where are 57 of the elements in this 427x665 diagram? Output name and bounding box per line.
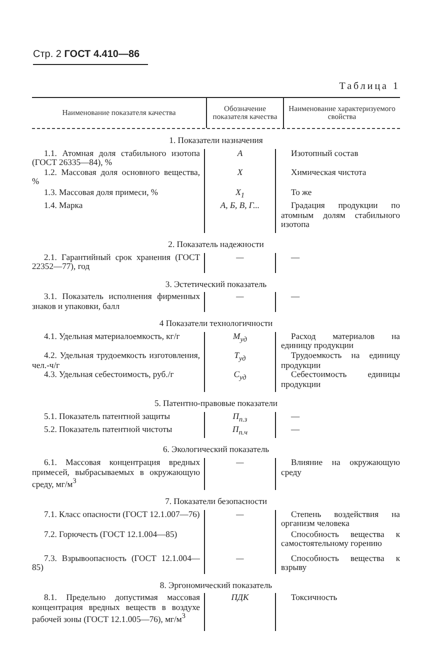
indicator-symbol: M$_{уд}$ bbox=[232, 332, 248, 346]
section-heading: 6. Экологический показатель bbox=[162, 445, 270, 456]
property-description: Способность вещества к самостоятельному горению bbox=[281, 530, 400, 549]
indicator-symbol: ПДК bbox=[230, 593, 250, 603]
indicator-symbol: A bbox=[236, 148, 244, 158]
indicator-name: 1.4. Марка bbox=[43, 201, 84, 211]
indicator-name: 4.2. Удельная трудоемкость изготовления, чел.-ч/г bbox=[32, 351, 200, 370]
section-heading: 2. Показатель надежности bbox=[167, 240, 265, 250]
property-description: То же bbox=[290, 188, 313, 198]
indicator-name: 1.3. Массовая доля примеси, % bbox=[43, 188, 160, 198]
property-description: — bbox=[290, 252, 301, 262]
property-description: Себестоимость единицы продукции bbox=[281, 370, 400, 390]
page-header: Стр. 2 ГОСТ 4.410—86 bbox=[33, 50, 148, 65]
indicator-symbol: — bbox=[235, 292, 245, 302]
indicator-symbol: — bbox=[235, 252, 245, 262]
indicator-name: 1.2. Массовая доля основного вещества, % bbox=[32, 168, 200, 187]
section-heading: 8. Эргономический показатель bbox=[158, 580, 274, 590]
table-number: Таблица 1 bbox=[339, 82, 400, 92]
property-description: — bbox=[290, 425, 301, 435]
section-heading: 3. Эстетический показатель bbox=[164, 280, 268, 290]
section-heading: 5. Патентно-правовые показатели bbox=[153, 399, 279, 409]
indicator-name: 5.1. Показатель патентной защиты bbox=[43, 412, 172, 422]
indicator-name: 1.1. Атомная доля стабильного изотопа (ГОСТ 26335—84), % bbox=[32, 148, 200, 168]
property-description: Токсичность bbox=[290, 593, 338, 603]
indicator-name: 6.1. Массовая концентрация вредных примесей, выбрасываемых в окружающую среду, мг/м$^{3}$ bbox=[32, 458, 200, 490]
indicator-symbol: C$_{уд}$ bbox=[232, 370, 248, 384]
property-description: Химическая чистота bbox=[290, 168, 368, 178]
property-description: Степень воздействия на организм человека bbox=[281, 510, 400, 529]
indicator-symbol: T$_{уд}$ bbox=[233, 351, 247, 364]
indicator-symbol: П$_{п.з}$ bbox=[232, 412, 248, 426]
section-heading: 7. Показатели безопасности bbox=[164, 497, 268, 507]
indicator-name: 4.3. Удельная себестоимость, руб./г bbox=[43, 370, 175, 380]
property-description: Способность вещества к взрыву bbox=[281, 554, 400, 573]
section-heading: 1. Показатели назначения bbox=[168, 136, 264, 146]
indicator-name: 7.1. Класс опасности (ГОСТ 12.1.007—76) bbox=[43, 510, 200, 520]
property-description: — bbox=[290, 412, 301, 422]
property-description: Градация продукции по атомным долям стабильного изотопа bbox=[281, 201, 400, 230]
property-description: — bbox=[290, 292, 301, 302]
indicator-symbol: X bbox=[236, 168, 244, 178]
indicator-name: 8.1. Предельно допустимая массовая концентрация вредных веществ в воздухе рабочей зоны (ГОСТ 12.1.005—76), мг/м$^{3}$ bbox=[32, 593, 200, 625]
section-heading: 4 Показатели технологичности bbox=[158, 319, 274, 329]
indicator-symbol: П$_{п.ч}$ bbox=[232, 425, 248, 438]
indicator-symbol: — bbox=[235, 458, 245, 468]
indicator-name: 5.2. Показатель патентной чистоты bbox=[43, 425, 174, 435]
property-description: Изотопный состав bbox=[290, 148, 360, 158]
indicator-symbol: — bbox=[235, 510, 245, 520]
indicator-name: 7.3. Взрывоопасность (ГОСТ 12.1.004—85) bbox=[32, 554, 200, 573]
property-description: Расход материалов на единицу продукции bbox=[281, 332, 400, 352]
indicator-name: 7.2. Горючесть (ГОСТ 12.1.004—85) bbox=[43, 530, 178, 540]
indicator-name: 4.1. Удельная материалоемкость, кг/г bbox=[43, 332, 181, 342]
indicator-name: 3.1. Показатель исполнения фирменных знаков и упаковки, балл bbox=[32, 292, 200, 312]
property-description: Трудоемкость на единицу продукции bbox=[281, 351, 400, 370]
indicator-symbol: А, Б, В, Г... bbox=[219, 201, 261, 211]
indicator-symbol: — bbox=[235, 554, 245, 564]
indicator-name: 2.1. Гарантийный срок хранения (ГОСТ 22352—77), год bbox=[32, 252, 200, 272]
property-description: Влияние на окружающую среду bbox=[281, 458, 400, 478]
indicator-symbol: X$_{1}$ bbox=[234, 188, 246, 202]
